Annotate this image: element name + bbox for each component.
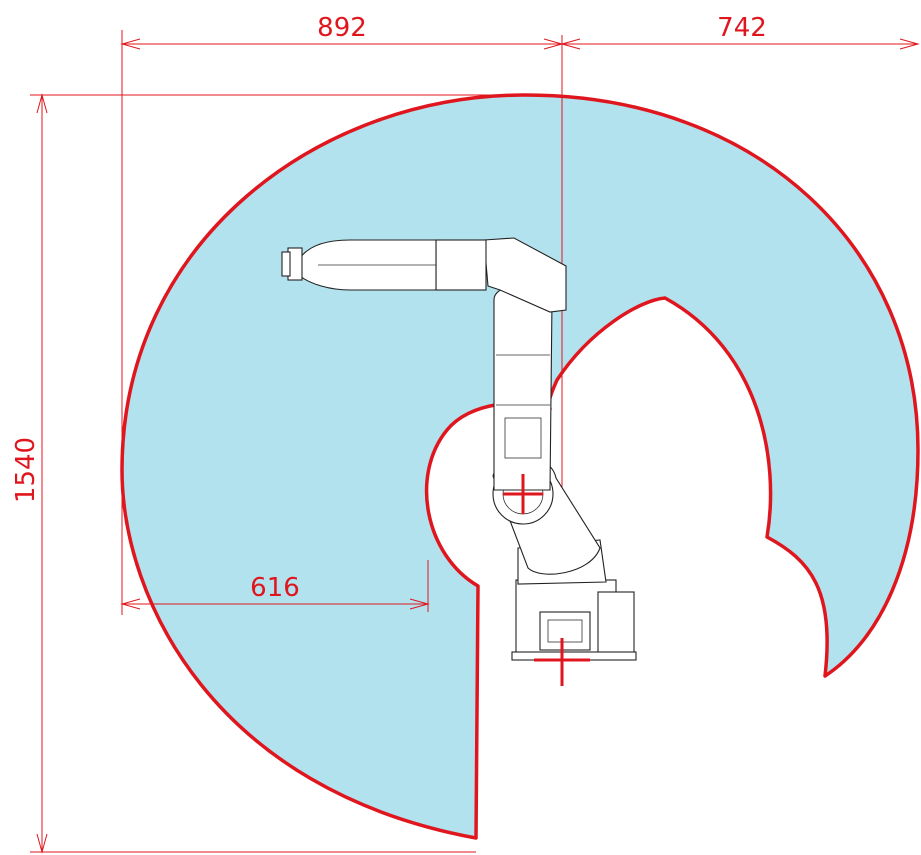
top-right-arrow <box>899 38 920 50</box>
robot-flange <box>281 251 291 277</box>
top-left-width-label: 892 <box>317 13 367 43</box>
base-center-crosshair <box>534 638 590 686</box>
robot-elbow-housing <box>483 237 567 313</box>
robot-arm <box>281 237 637 661</box>
overall-height-label: 1540 <box>11 437 41 503</box>
robot-forearm-section <box>435 239 487 291</box>
top-right-width-label: 742 <box>717 13 767 43</box>
height-top-arrow <box>36 93 48 114</box>
robot-base-connector <box>539 611 591 651</box>
inner-radius-label: 616 <box>250 573 300 603</box>
top-mid-arrow-right <box>560 38 581 50</box>
inner-radius-right-arrow <box>409 598 430 610</box>
robot-upper-arm <box>493 284 553 491</box>
robot-base-connector-inner <box>547 619 583 643</box>
robot-upper-arm-panel <box>504 417 542 459</box>
shoulder-center-crosshair <box>503 474 543 514</box>
robot-base-side <box>597 591 635 659</box>
inner-radius-left-arrow <box>120 598 141 610</box>
height-bottom-arrow <box>36 833 48 854</box>
